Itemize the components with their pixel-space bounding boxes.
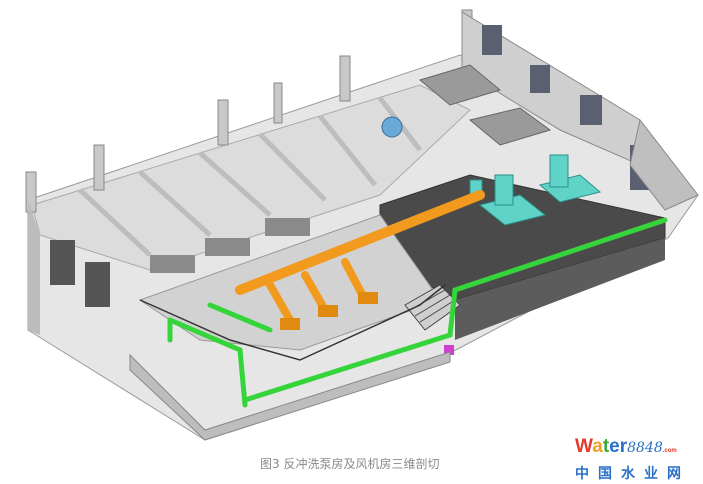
valve-magenta — [444, 345, 454, 355]
louvres — [150, 218, 310, 273]
orange-pipes — [235, 190, 485, 324]
window-wall — [461, 11, 641, 166]
logo-wordmark: Water8848.com — [575, 436, 677, 457]
pump-room-floor — [138, 214, 441, 351]
front-wall — [129, 351, 451, 441]
green-pipes — [167, 217, 668, 408]
air-filter-grilles — [418, 64, 552, 146]
left-wall — [28, 200, 40, 335]
logo-chinese-name: 中国水业网 — [575, 466, 690, 482]
water8848-logo: Water8848.com 中国水业网 — [575, 437, 700, 482]
round-duct — [381, 116, 403, 138]
figure-caption: 图3 反冲洗泵房及风机房三维剖切 — [260, 457, 440, 471]
handrail — [139, 284, 446, 361]
left-wall-windows — [50, 240, 110, 307]
blower-room-front-wall — [455, 238, 665, 340]
roof-eave — [629, 118, 699, 211]
pumps — [280, 292, 378, 330]
